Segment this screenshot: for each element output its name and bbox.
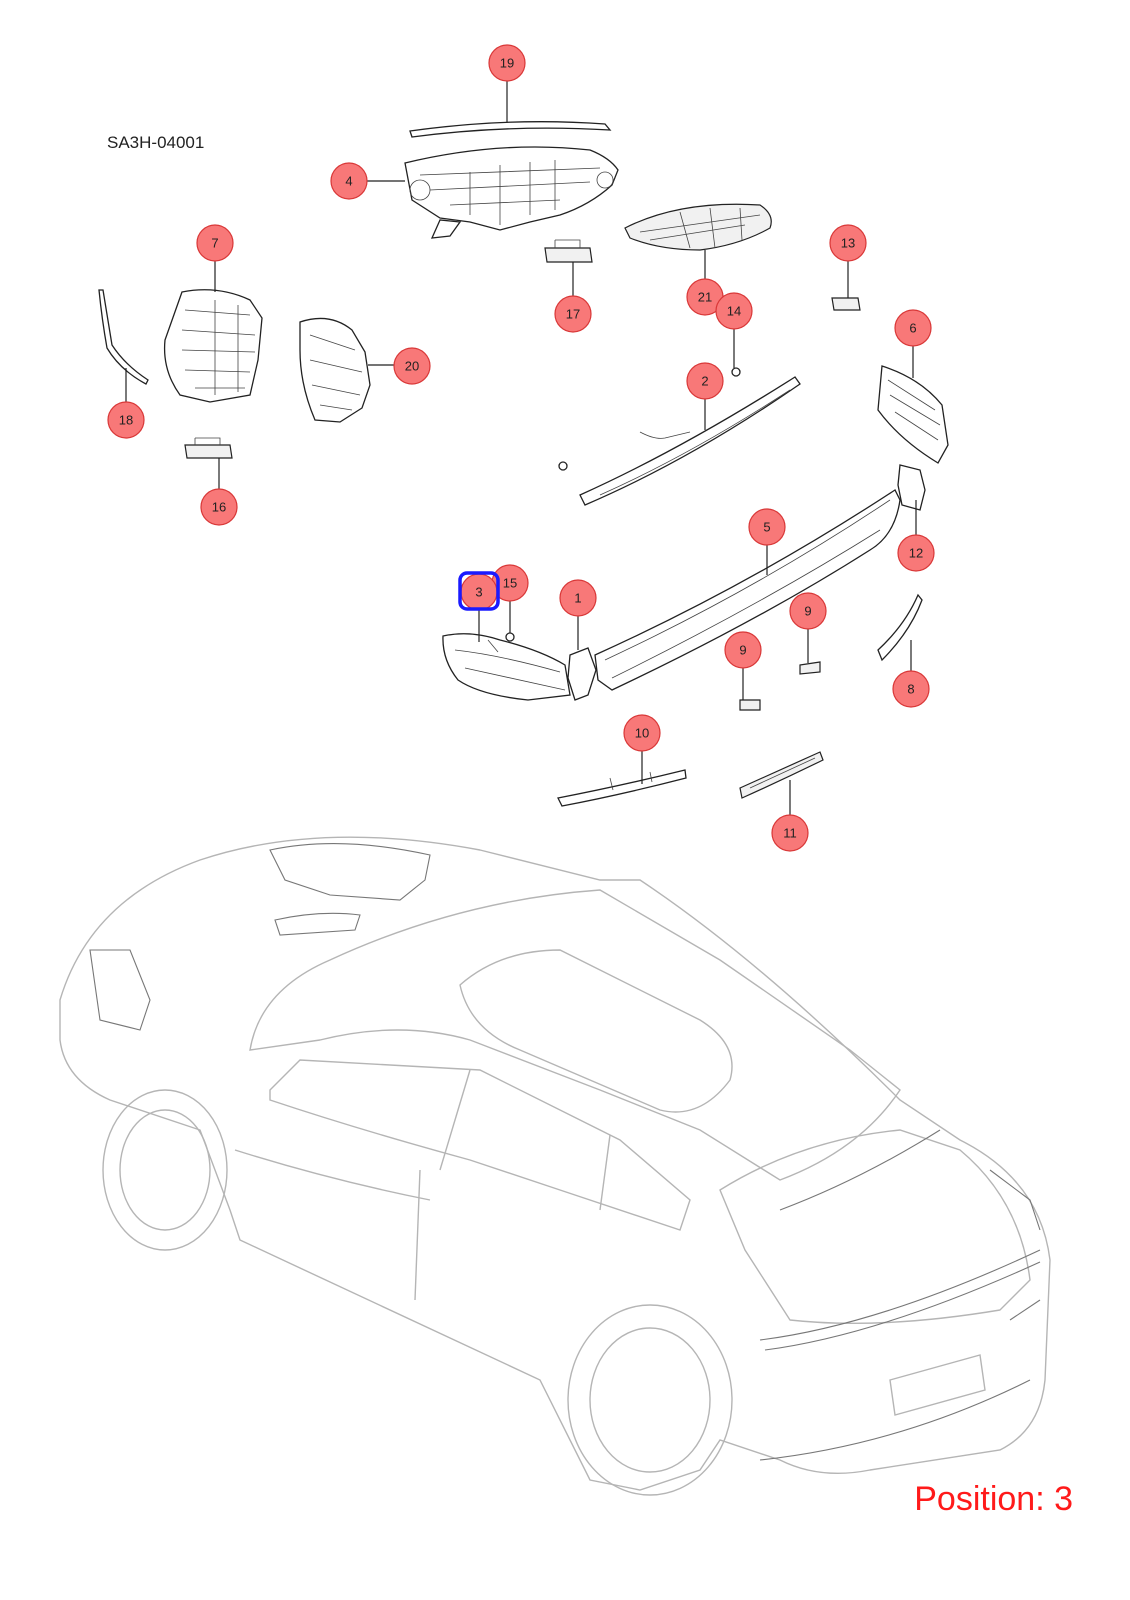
callout-13[interactable]: 13 — [829, 224, 867, 262]
callout-9b[interactable]: 9 — [789, 592, 827, 630]
svg-text:15: 15 — [503, 576, 517, 591]
part-headlamp-bracket — [624, 203, 772, 251]
callout-3[interactable]: 3 — [458, 571, 500, 611]
part-reflector-12 — [897, 464, 926, 511]
svg-text:2: 2 — [701, 374, 708, 389]
callout-10[interactable]: 10 — [623, 714, 661, 752]
svg-text:12: 12 — [909, 546, 923, 561]
svg-text:1: 1 — [574, 591, 581, 606]
svg-text:14: 14 — [727, 304, 741, 319]
diagram-code: SA3H-04001 — [107, 133, 205, 152]
svg-text:13: 13 — [841, 236, 855, 251]
part-trim-strip — [98, 289, 149, 385]
part-side-lamp-housing — [299, 317, 371, 423]
callout-9a[interactable]: 9 — [724, 631, 762, 669]
svg-text:8: 8 — [907, 682, 914, 697]
part-tail-lamp-right — [877, 365, 949, 464]
callout-12[interactable]: 12 — [897, 534, 935, 572]
part-clip-9a — [739, 699, 761, 711]
callout-2[interactable]: 2 — [686, 362, 724, 400]
leader-lines — [125, 81, 917, 816]
callout-21[interactable]: 21 — [686, 278, 724, 316]
svg-text:4: 4 — [345, 174, 352, 189]
callout-3-highlight — [458, 571, 500, 611]
svg-text:18: 18 — [119, 413, 133, 428]
svg-text:20: 20 — [405, 359, 419, 374]
callout-16[interactable]: 16 — [200, 488, 238, 526]
part-front-side-lamp — [163, 289, 263, 403]
part-rear-bumper-lamp-bar — [594, 489, 901, 691]
part-reflector-strip-8 — [877, 593, 923, 662]
svg-text:21: 21 — [698, 290, 712, 305]
part-license-lamp-strip — [557, 769, 687, 807]
callout-11[interactable]: 11 — [771, 814, 809, 852]
svg-text:5: 5 — [763, 520, 770, 535]
svg-text:17: 17 — [566, 307, 580, 322]
callout-6[interactable]: 6 — [894, 309, 932, 347]
svg-text:6: 6 — [909, 321, 916, 336]
part-license-plate-lamp — [739, 751, 824, 799]
part-roof-spoiler-strip — [409, 121, 612, 138]
svg-text:7: 7 — [211, 236, 218, 251]
callout-4[interactable]: 4 — [330, 162, 368, 200]
part-lamp-module-16 — [184, 437, 233, 459]
callout-5[interactable]: 5 — [748, 508, 786, 546]
callout-17[interactable]: 17 — [554, 295, 592, 333]
part-headlamp-left — [404, 146, 619, 239]
callout-18[interactable]: 18 — [107, 401, 145, 439]
part-switch-13 — [831, 297, 861, 311]
callout-8[interactable]: 8 — [892, 670, 930, 708]
part-rear-lamp-bar — [558, 367, 801, 506]
callout-19[interactable]: 19 — [488, 44, 526, 82]
callout-20[interactable]: 20 — [393, 347, 431, 385]
svg-text:19: 19 — [500, 56, 514, 71]
part-bolt-15 — [505, 632, 515, 642]
svg-text:9: 9 — [739, 643, 746, 658]
part-clip-9b — [799, 661, 821, 675]
callout-7[interactable]: 7 — [196, 224, 234, 262]
callout-14[interactable]: 14 — [715, 292, 753, 330]
part-lamp-module-17 — [544, 239, 593, 263]
callout-15[interactable]: 15 — [491, 564, 529, 602]
part-bracket-1 — [567, 647, 597, 701]
position-label: Position: 3 — [914, 1480, 1073, 1518]
svg-text:16: 16 — [212, 500, 226, 515]
svg-text:9: 9 — [804, 604, 811, 619]
part-rear-lamp-left — [442, 633, 571, 701]
svg-text:11: 11 — [783, 826, 797, 841]
svg-text:10: 10 — [635, 726, 649, 741]
vehicle-outline — [59, 836, 1051, 1496]
callout-1[interactable]: 1 — [559, 579, 597, 617]
svg-text:3: 3 — [475, 585, 482, 600]
